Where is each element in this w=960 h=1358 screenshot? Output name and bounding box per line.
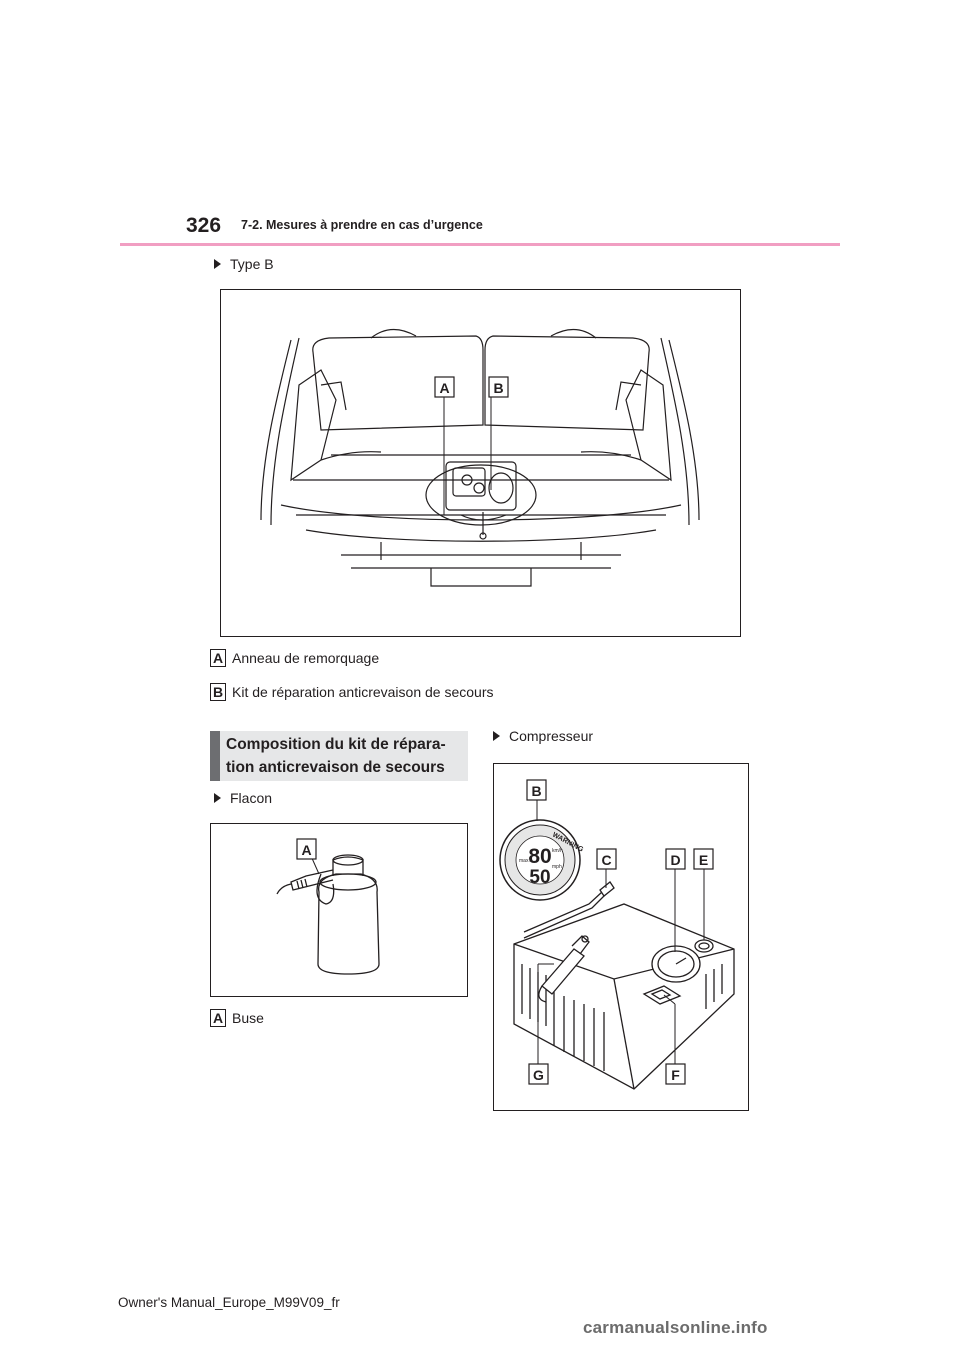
bottle-illustration: A xyxy=(276,838,380,975)
compressor-callout-c: C xyxy=(596,848,617,870)
compresseur-label: Compresseur xyxy=(509,728,594,744)
svg-text:mph: mph xyxy=(552,864,562,870)
legend-text: Anneau de remorquage xyxy=(232,650,380,666)
watermark: carmanualsonline.info xyxy=(583,1318,768,1337)
svg-text:max.: max. xyxy=(519,858,530,864)
legend-item-buse: A Buse xyxy=(210,1009,264,1027)
type-b-bullet: Type B xyxy=(214,256,274,272)
composition-heading: Composition du kit de répara- tion antic… xyxy=(210,731,468,781)
trunk-illustration: A B xyxy=(260,328,700,587)
bottle-callout-a: A xyxy=(296,838,317,860)
legend-letter: A xyxy=(210,649,226,667)
legend-item-a: A Anneau de remorquage xyxy=(210,649,379,667)
svg-text:D: D xyxy=(670,852,680,868)
bottle-figure: A xyxy=(210,823,468,997)
header-divider xyxy=(120,243,840,246)
svg-text:km/h: km/h xyxy=(552,848,563,854)
bullet-triangle-icon xyxy=(493,731,500,741)
svg-text:C: C xyxy=(601,852,611,868)
svg-text:B: B xyxy=(493,380,503,396)
svg-text:F: F xyxy=(671,1067,680,1083)
compressor-callout-d: D xyxy=(665,848,686,870)
manual-name: Owner's Manual_Europe_M99V09_fr xyxy=(118,1295,340,1310)
bullet-triangle-icon xyxy=(214,793,221,803)
svg-text:50: 50 xyxy=(529,867,550,888)
heading-line-2: tion anticrevaison de secours xyxy=(226,759,445,776)
legend-item-b: B Kit de réparation anticrevaison de sec… xyxy=(210,683,493,701)
svg-text:G: G xyxy=(533,1067,544,1083)
warning-label-disk: WARNING 80 50 km/h mph max. xyxy=(499,819,585,901)
trunk-callout-a: A xyxy=(434,376,455,398)
compressor-figure: WARNING 80 50 km/h mph max. xyxy=(493,763,749,1111)
svg-text:E: E xyxy=(699,852,708,868)
compressor-callout-f: F xyxy=(665,1063,686,1085)
svg-text:A: A xyxy=(439,380,449,396)
legend-text: Buse xyxy=(232,1010,264,1026)
compressor-callout-e: E xyxy=(693,848,714,870)
legend-text: Kit de réparation anticrevaison de secou… xyxy=(232,684,494,700)
section-title: 7-2. Mesures à prendre en cas d’urgence xyxy=(241,218,483,232)
legend-letter: B xyxy=(210,683,226,701)
heading-line-1: Composition du kit de répara- xyxy=(226,736,446,753)
type-b-label: Type B xyxy=(230,256,274,272)
legend-letter: A xyxy=(210,1009,226,1027)
compressor-callout-b: B xyxy=(526,779,547,801)
compresseur-bullet: Compresseur xyxy=(493,728,593,744)
trunk-figure: A B xyxy=(220,289,741,637)
flacon-label: Flacon xyxy=(230,790,273,806)
page-number: 326 xyxy=(186,214,222,237)
compressor-callout-g: G xyxy=(528,1063,549,1085)
compressor-illustration: WARNING 80 50 km/h mph max. xyxy=(499,779,735,1090)
trunk-callout-b: B xyxy=(488,376,509,398)
svg-text:A: A xyxy=(301,842,311,858)
flacon-bullet: Flacon xyxy=(214,790,272,806)
svg-text:80: 80 xyxy=(528,845,551,868)
bullet-triangle-icon xyxy=(214,259,221,269)
svg-text:B: B xyxy=(531,783,541,799)
